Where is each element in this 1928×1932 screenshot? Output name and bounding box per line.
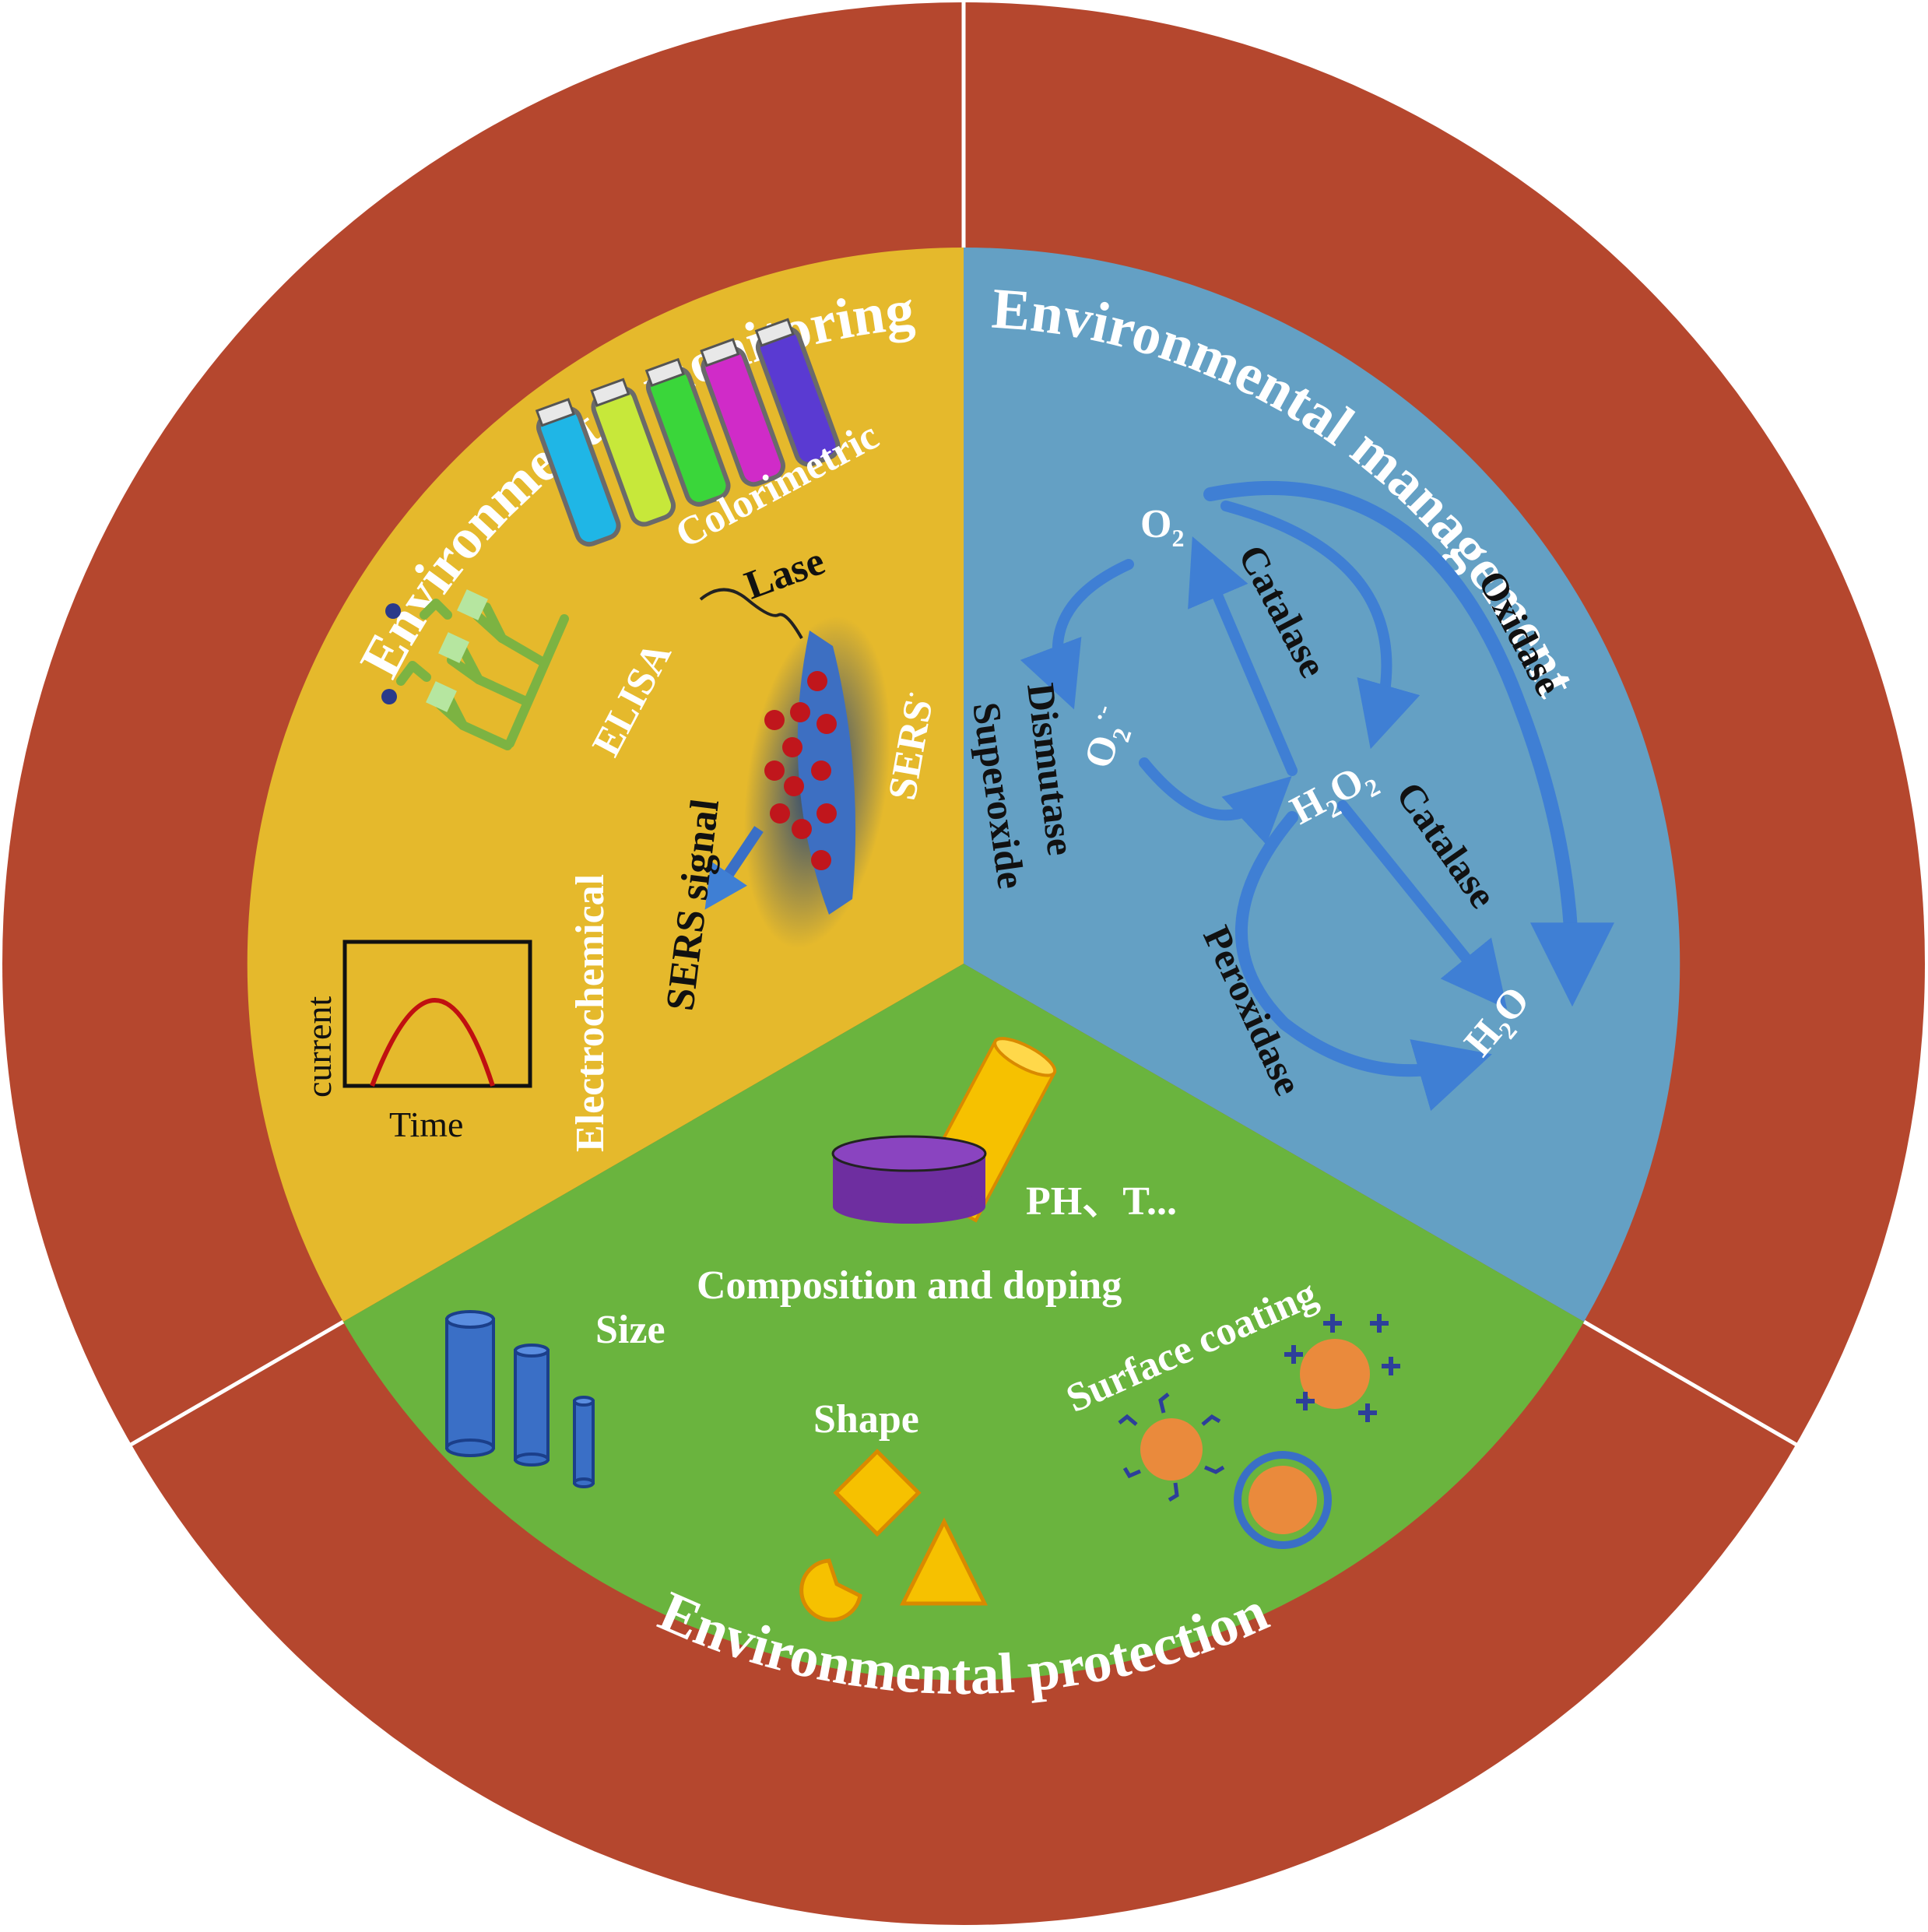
ligand-particle-icon [1118,1393,1225,1502]
size-icon [445,1310,595,1488]
sector-management [964,247,1680,1322]
current-time-plot-frame [342,940,532,1088]
sers-signal-arrow [704,826,764,910]
elisa-antigen-icon [426,589,488,712]
sector-monitoring [247,247,964,1322]
core-shell-particle-icon [1234,1451,1332,1549]
elisa-icon [396,599,569,750]
laser-wave-icon [699,588,803,639]
plot-xlabel-time: Time [389,1105,463,1144]
enzyme-cycle-arrows [1020,481,1614,1112]
test-tubes-icon [535,318,841,547]
label-size: Size [595,1308,665,1352]
label-shape: Shape [813,1397,919,1442]
label-composition: Composition and doping [697,1263,1122,1308]
composition-icon [831,1037,1057,1224]
plot-ylabel-current: current [299,996,339,1098]
label-electrochemical: Electrochemical [568,874,613,1152]
ring-divider-left [129,1319,345,1447]
label-ph-t: PH、T... [1026,1179,1177,1224]
elisa-enzyme-icon [381,603,401,704]
sers-particles-icon [764,671,837,870]
shapes-icon [799,1449,989,1622]
species-o2: O2 [1140,502,1184,552]
ring-divider-right [1582,1319,1798,1447]
current-peak-curve [370,998,495,1087]
charged-particle-icon [1284,1314,1400,1422]
